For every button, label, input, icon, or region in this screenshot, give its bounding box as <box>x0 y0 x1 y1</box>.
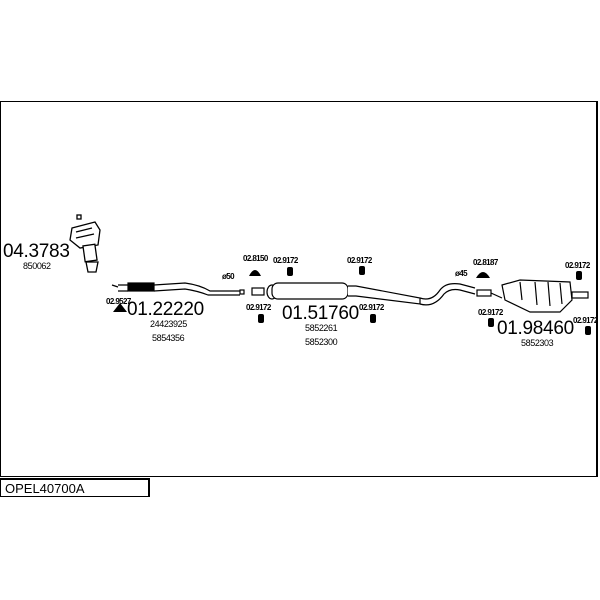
mount-number: 02.9172 <box>359 303 384 312</box>
manifold-catalyst[interactable] <box>69 214 101 273</box>
front-pipe-ref-2: 5854356 <box>152 333 185 343</box>
rubber-mount-icon[interactable] <box>359 266 365 275</box>
diameter-45: ø45 <box>455 269 468 278</box>
front-pipe-part-number: 01.22220 <box>127 299 204 320</box>
mount-number: 02.9172 <box>565 261 590 270</box>
mount-number: 02.9172 <box>273 256 298 265</box>
mount-number: 02.9172 <box>478 308 503 317</box>
middle-muffler-part-number: 01.51760 <box>282 303 359 324</box>
diagram-frame <box>0 101 598 477</box>
middle-muffler-ref-1: 5852261 <box>305 323 338 333</box>
rear-muffler[interactable] <box>476 279 589 313</box>
manifold-part-number: 04.3783 <box>3 241 70 262</box>
manifold-ref: 850062 <box>23 261 51 271</box>
rubber-mount-icon[interactable] <box>585 326 591 335</box>
clamp-02-8150-icon[interactable] <box>249 270 261 276</box>
rear-muffler-ref: 5852303 <box>521 338 554 348</box>
gasket-icon[interactable] <box>113 303 127 312</box>
diameter-50: ø50 <box>222 272 235 281</box>
rubber-mount-icon[interactable] <box>576 271 582 280</box>
rubber-mount-icon[interactable] <box>258 314 264 323</box>
clamp-02-8150-number: 02.8150 <box>243 254 268 263</box>
mount-number: 02.9172 <box>573 316 598 325</box>
clamp-02-8187-number: 02.8187 <box>473 258 498 267</box>
front-pipe[interactable] <box>111 282 245 296</box>
mount-number: 02.9172 <box>347 256 372 265</box>
rear-muffler-part-number: 01.98460 <box>497 318 574 339</box>
rubber-mount-icon[interactable] <box>287 267 293 276</box>
mount-number: 02.9172 <box>246 303 271 312</box>
clamp-02-8187-icon[interactable] <box>476 272 490 278</box>
rubber-mount-icon[interactable] <box>370 314 376 323</box>
middle-muffler[interactable] <box>251 282 476 306</box>
rubber-mounts <box>258 266 591 335</box>
middle-muffler-ref-2: 5852300 <box>305 337 338 347</box>
front-pipe-ref-1: 24423925 <box>150 319 187 329</box>
diagram-code: OPEL40700A <box>0 478 150 497</box>
rubber-mount-icon[interactable] <box>488 318 494 327</box>
gasket-number: 02.9527 <box>106 297 131 306</box>
